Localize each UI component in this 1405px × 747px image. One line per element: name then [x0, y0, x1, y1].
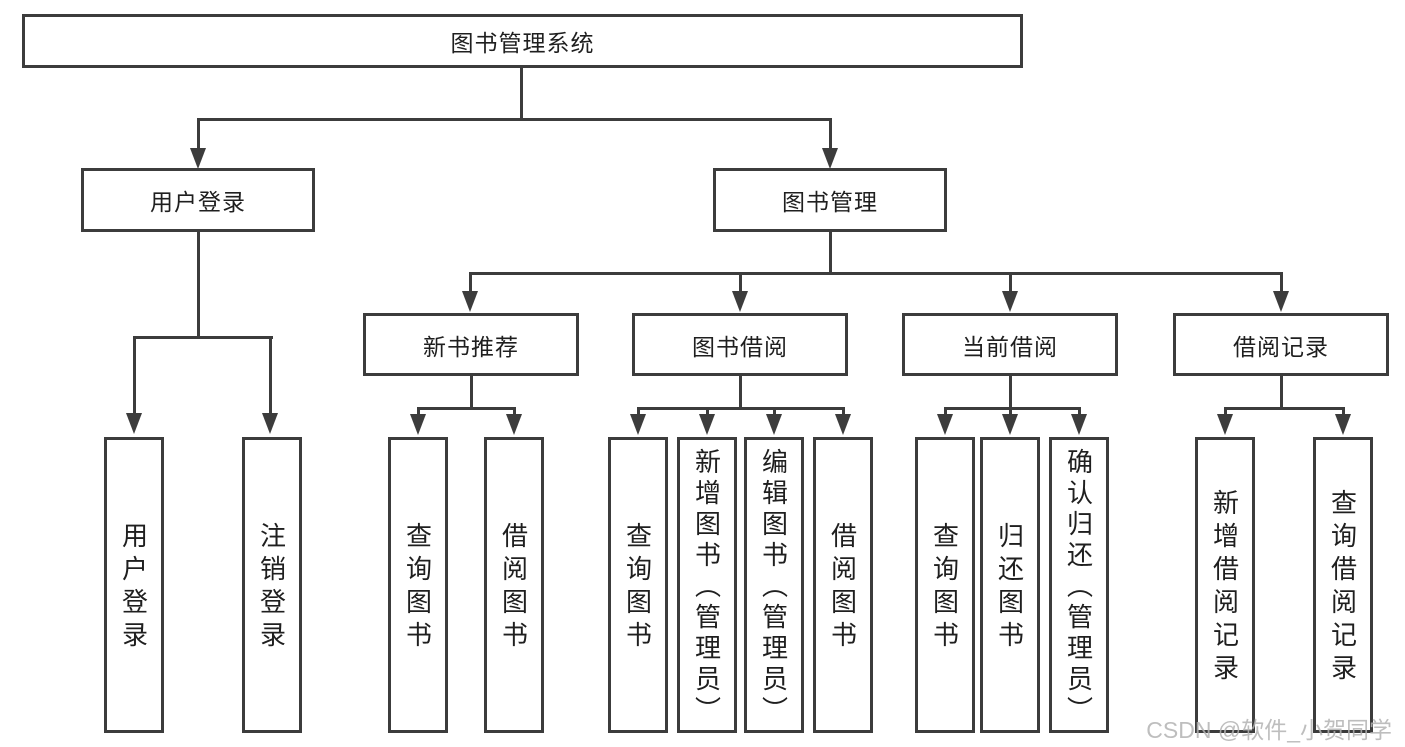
node-book-mgmt-label: 图书管理 [782, 189, 878, 215]
connector-to-br-add [1224, 407, 1227, 417]
connector-book-borrow-split [637, 407, 845, 410]
node-leaf-bb-add-books-admin: 新增图书（管理员） [677, 437, 737, 733]
connector-to-current-borrow [1009, 272, 1012, 293]
connector-book-mgmt-split [469, 272, 1282, 275]
connector-to-bb-borrow [842, 407, 845, 417]
connector-book-borrow-stem [739, 376, 742, 407]
connector-to-book-borrow [739, 272, 742, 293]
node-user-login-label: 用户登录 [150, 189, 246, 215]
arrow-to-bb-borrow [835, 414, 851, 435]
node-leaf-bb-borrow-books: 借阅图书 [813, 437, 873, 733]
arrow-to-cb-return [1002, 414, 1018, 435]
node-root: 图书管理系统 [22, 14, 1023, 68]
node-leaf-br-query-record: 查询借阅记录 [1313, 437, 1373, 733]
connector-new-books-split [417, 407, 516, 410]
node-leaf-logout: 注销登录 [242, 437, 302, 733]
node-leaf-cb-query-books: 查询图书 [915, 437, 975, 733]
connector-to-br-query [1342, 407, 1345, 417]
node-leaf-bb-query-books: 查询图书 [608, 437, 668, 733]
connector-to-cb-query [944, 407, 947, 417]
arrow-to-nb-borrow [506, 414, 522, 435]
node-new-books-label: 新书推荐 [423, 333, 519, 360]
arrow-to-leaf-logout [262, 413, 278, 434]
node-book-borrow-label: 图书借阅 [692, 333, 788, 360]
arrow-to-bb-edit [766, 414, 782, 435]
node-leaf-cb-return-books: 归还图书 [980, 437, 1040, 733]
connector-to-leaf-login [133, 336, 136, 415]
connector-borrow-records-stem [1280, 376, 1283, 407]
connector-to-bb-add [706, 407, 709, 417]
connector-to-leaf-logout [269, 336, 272, 415]
node-leaf-bb-edit-books-admin-label: 编辑图书（管理员） [758, 447, 789, 727]
node-leaf-bb-borrow-books-label: 借阅图书 [827, 522, 858, 654]
node-leaf-cb-query-books-label: 查询图书 [929, 522, 960, 654]
node-leaf-bb-query-books-label: 查询图书 [622, 522, 653, 654]
arrow-to-current-borrow [1002, 291, 1018, 312]
connector-to-nb-borrow [513, 407, 516, 417]
node-current-borrow-label: 当前借阅 [962, 333, 1058, 360]
connector-root-split [197, 118, 832, 121]
connector-to-bb-edit [773, 407, 776, 417]
connector-to-user-login [197, 118, 200, 151]
node-leaf-bb-edit-books-admin: 编辑图书（管理员） [744, 437, 804, 733]
arrow-to-cb-query [937, 414, 953, 435]
node-leaf-cb-return-books-label: 归还图书 [994, 522, 1025, 654]
node-leaf-cb-confirm-return-admin: 确认归还（管理员） [1049, 437, 1109, 733]
node-leaf-br-add-record-label: 新增借阅记录 [1209, 489, 1240, 687]
arrow-to-br-add [1217, 414, 1233, 435]
node-book-mgmt: 图书管理 [713, 168, 947, 232]
arrow-to-new-books [462, 291, 478, 312]
connector-to-nb-query [417, 407, 420, 417]
node-leaf-user-login: 用户登录 [104, 437, 164, 733]
node-current-borrow: 当前借阅 [902, 313, 1118, 376]
node-root-label: 图书管理系统 [450, 30, 595, 56]
arrow-to-user-login [190, 148, 206, 169]
arrow-to-cb-confirm [1071, 414, 1087, 435]
node-leaf-bb-add-books-admin-label: 新增图书（管理员） [691, 447, 722, 727]
connector-current-borrow-split [944, 407, 1081, 410]
node-leaf-br-add-record: 新增借阅记录 [1195, 437, 1255, 733]
connector-book-mgmt-stem [829, 232, 832, 272]
node-new-books: 新书推荐 [363, 313, 579, 376]
node-leaf-logout-label: 注销登录 [256, 522, 287, 654]
arrow-to-nb-query [410, 414, 426, 435]
arrow-to-borrow-records [1273, 291, 1289, 312]
connector-current-borrow-stem [1009, 376, 1012, 407]
arrow-to-bb-query [630, 414, 646, 435]
node-book-borrow: 图书借阅 [632, 313, 848, 376]
connector-to-borrow-records [1280, 272, 1283, 293]
arrow-to-leaf-login [126, 413, 142, 434]
node-user-login: 用户登录 [81, 168, 315, 232]
connector-user-login-stem [197, 232, 200, 336]
node-leaf-cb-confirm-return-admin-label: 确认归还（管理员） [1063, 447, 1094, 727]
connector-user-login-split [133, 336, 273, 339]
node-leaf-nb-query-books-label: 查询图书 [402, 522, 433, 654]
connector-to-new-books [469, 272, 472, 293]
arrow-to-br-query [1335, 414, 1351, 435]
connector-root-stem [520, 68, 523, 118]
arrow-to-book-borrow [732, 291, 748, 312]
connector-to-cb-confirm [1078, 407, 1081, 417]
node-leaf-nb-query-books: 查询图书 [388, 437, 448, 733]
connector-to-bb-query [637, 407, 640, 417]
arrow-to-book-mgmt [822, 148, 838, 169]
node-leaf-br-query-record-label: 查询借阅记录 [1327, 489, 1358, 687]
node-borrow-records-label: 借阅记录 [1233, 333, 1329, 360]
connector-to-book-mgmt [829, 118, 832, 151]
node-borrow-records: 借阅记录 [1173, 313, 1389, 376]
connector-borrow-records-split [1224, 407, 1345, 410]
arrow-to-bb-add [699, 414, 715, 435]
node-leaf-user-login-label: 用户登录 [118, 522, 149, 654]
connector-new-books-stem [470, 376, 473, 407]
connector-to-cb-return [1009, 407, 1012, 417]
csdn-watermark: CSDN @软件_小贺同学 [1146, 717, 1392, 743]
node-leaf-nb-borrow-books: 借阅图书 [484, 437, 544, 733]
node-leaf-nb-borrow-books-label: 借阅图书 [498, 522, 529, 654]
